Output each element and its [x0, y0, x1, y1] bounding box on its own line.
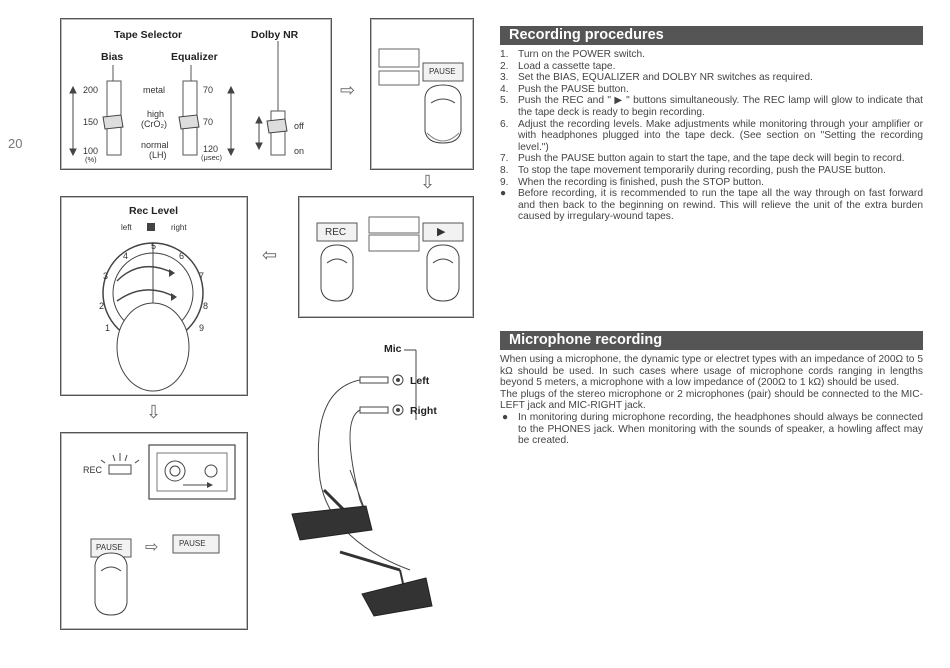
tick-4: 4	[123, 251, 129, 261]
microphone-para-2: The plugs of the stereo microphone or 2 …	[500, 388, 923, 412]
microphone-drawing	[291, 349, 433, 617]
pause-drawing	[378, 48, 464, 144]
eq-70b: 70	[203, 117, 214, 127]
microphone-para-1: When using a microphone, the dynamic typ…	[500, 354, 923, 389]
lamp-pause1: PAUSE	[96, 543, 123, 552]
bias-200: 200	[83, 85, 99, 95]
eq-high: high	[147, 109, 165, 119]
tape-selector-figure: Tape Selector Dolby NR Bias Equalizer 20…	[60, 18, 332, 170]
tick-9: 9	[199, 323, 205, 333]
recording-heading: Recording procedures	[500, 26, 923, 45]
mic-right-label: Right	[410, 405, 437, 417]
eq-70a: 70	[203, 85, 214, 95]
eq-metal: metal	[143, 85, 166, 95]
recording-steps: 1.Turn on the POWER switch. 2.Load a cas…	[500, 49, 923, 223]
eq-normal: normal	[141, 140, 169, 150]
dolby-title: Dolby NR	[251, 29, 299, 41]
switch-drawing	[69, 41, 288, 157]
rec-lamp-drawing	[90, 444, 236, 616]
play-icon: ▶	[437, 226, 446, 238]
step-item: 3.Set the BIAS, EQUALIZER and DOLBY NR s…	[500, 72, 813, 84]
bias-unit: (%)	[85, 155, 97, 164]
lamp-rec-label: REC	[83, 465, 103, 475]
arrow-down-icon-2: ⇩	[146, 402, 162, 422]
rec-label: REC	[325, 227, 347, 238]
arrow-right-icon: ⇨	[340, 80, 356, 100]
tick-7: 7	[199, 271, 205, 281]
arrow-down-icon: ⇩	[420, 172, 436, 192]
bias-100: 100	[83, 146, 99, 156]
step-item: 7.Push the PAUSE button again to start t…	[500, 153, 905, 165]
mic-left-label: Left	[410, 375, 430, 387]
step-item: 4.Push the PAUSE button.	[500, 83, 629, 95]
rec-level-right: right	[171, 223, 187, 232]
eq-cro2: (CrO₂)	[141, 119, 167, 129]
recording-section: Recording procedures 1.Turn on the POWER…	[500, 26, 923, 223]
microphone-heading: Microphone recording	[500, 331, 923, 350]
rec-level-figure: Rec Level left right 1 2 3 4 5 6 7 8 9	[60, 196, 248, 396]
arrow-right-icon-2: ⇨	[145, 539, 159, 556]
rec-level-drawing	[102, 223, 204, 392]
step-item: 5.Push the REC and " ▶ " buttons simulta…	[500, 95, 923, 118]
rec-lamp-figure: REC PAUSE PAUSE ⇨	[60, 432, 248, 630]
rec-play-figure: REC ▶	[298, 196, 474, 318]
tick-6: 6	[179, 251, 185, 261]
tick-8: 8	[203, 301, 209, 311]
step-item: 1.Turn on the POWER switch.	[500, 49, 646, 60]
microphone-section: Microphone recording When using a microp…	[500, 331, 923, 447]
lamp-pause2: PAUSE	[179, 539, 206, 548]
tick-5: 5	[151, 241, 157, 251]
arrow-left-icon: ⇦	[262, 245, 278, 265]
page-number: 20	[8, 136, 23, 151]
tick-3: 3	[103, 271, 109, 281]
pause-figure: PAUSE	[370, 18, 474, 170]
step-item: 2.Load a cassette tape.	[500, 60, 616, 72]
bias-title: Bias	[101, 51, 124, 63]
step-item: 8.To stop the tape movement temporarily …	[500, 164, 886, 176]
equalizer-title: Equalizer	[171, 51, 218, 63]
step-item: 9.When the recording is finished, push t…	[500, 176, 764, 188]
dolby-off: off	[294, 121, 304, 131]
rec-level-title: Rec Level	[129, 205, 179, 217]
tape-selector-title: Tape Selector	[114, 29, 183, 41]
tick-2: 2	[99, 301, 105, 311]
pause-label: PAUSE	[429, 67, 456, 76]
tick-1: 1	[105, 323, 111, 333]
bias-150: 150	[83, 117, 99, 127]
step-item: ●Before recording, it is recommended to …	[500, 188, 923, 223]
eq-lh: (LH)	[149, 150, 167, 160]
rec-level-left: left	[121, 223, 132, 232]
eq-120: 120	[203, 144, 219, 154]
eq-unit: (μsec)	[201, 153, 222, 162]
rec-play-drawing	[316, 216, 464, 302]
dolby-on: on	[294, 146, 305, 156]
mic-label: Mic	[384, 343, 402, 355]
step-item: 6.Adjust the recording levels. Make adju…	[500, 118, 923, 153]
microphone-bullet: ●In monitoring during microphone recordi…	[502, 411, 923, 447]
